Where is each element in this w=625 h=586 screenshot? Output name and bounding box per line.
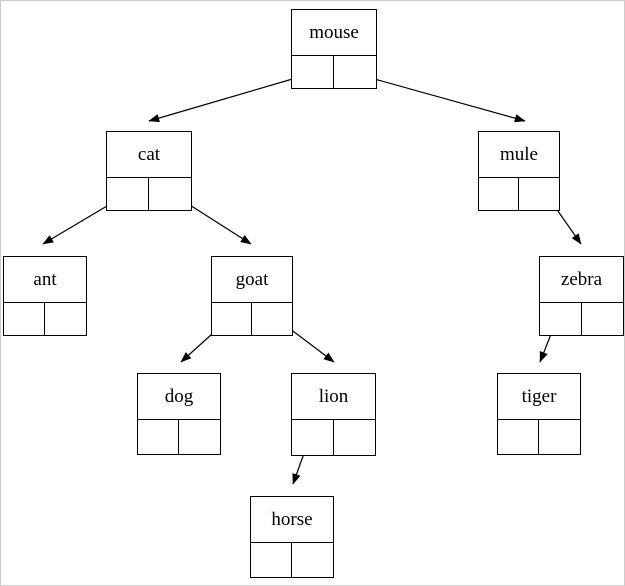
node-pointers-lion (292, 420, 375, 455)
node-pointers-horse (251, 543, 333, 577)
left-pointer-cell-horse[interactable] (251, 543, 292, 577)
node-label-goat: goat (212, 257, 292, 303)
left-pointer-cell-lion[interactable] (292, 420, 334, 455)
right-pointer-cell-horse[interactable] (292, 543, 333, 577)
node-pointers-dog (138, 420, 220, 454)
node-pointers-mule (479, 178, 559, 210)
tree-node-tiger[interactable]: tiger (497, 373, 581, 455)
node-label-dog: dog (138, 374, 220, 420)
node-label-mule: mule (479, 132, 559, 178)
node-pointers-tiger (498, 420, 580, 454)
node-label-horse: horse (251, 497, 333, 543)
node-pointers-zebra (540, 303, 623, 335)
node-label-tiger: tiger (498, 374, 580, 420)
node-pointers-ant (4, 303, 86, 335)
node-label-mouse: mouse (292, 10, 376, 56)
node-pointers-goat (212, 303, 292, 335)
left-pointer-cell-cat[interactable] (107, 178, 149, 210)
right-pointer-cell-lion[interactable] (334, 420, 376, 455)
left-pointer-cell-tiger[interactable] (498, 420, 539, 454)
right-pointer-cell-zebra[interactable] (582, 303, 624, 335)
left-pointer-cell-mouse[interactable] (292, 56, 334, 88)
right-pointer-cell-mouse[interactable] (334, 56, 376, 88)
node-pointers-cat (107, 178, 191, 210)
node-label-ant: ant (4, 257, 86, 303)
node-pointers-mouse (292, 56, 376, 88)
tree-node-lion[interactable]: lion (291, 373, 376, 456)
left-pointer-cell-mule[interactable] (479, 178, 519, 210)
right-pointer-cell-mule[interactable] (519, 178, 559, 210)
tree-node-cat[interactable]: cat (106, 131, 192, 211)
node-label-lion: lion (292, 374, 375, 420)
tree-node-dog[interactable]: dog (137, 373, 221, 455)
right-pointer-cell-cat[interactable] (149, 178, 191, 210)
left-pointer-cell-goat[interactable] (212, 303, 252, 335)
tree-node-mouse[interactable]: mouse (291, 9, 377, 89)
right-pointer-cell-ant[interactable] (45, 303, 86, 335)
tree-node-zebra[interactable]: zebra (539, 256, 624, 336)
node-label-zebra: zebra (540, 257, 623, 303)
left-pointer-cell-ant[interactable] (4, 303, 45, 335)
tree-node-goat[interactable]: goat (211, 256, 293, 336)
tree-node-horse[interactable]: horse (250, 496, 334, 578)
tree-node-mule[interactable]: mule (478, 131, 560, 211)
right-pointer-cell-dog[interactable] (179, 420, 220, 454)
right-pointer-cell-goat[interactable] (252, 303, 292, 335)
node-label-cat: cat (107, 132, 191, 178)
tree-node-ant[interactable]: ant (3, 256, 87, 336)
right-pointer-cell-tiger[interactable] (539, 420, 580, 454)
left-pointer-cell-dog[interactable] (138, 420, 179, 454)
left-pointer-cell-zebra[interactable] (540, 303, 582, 335)
